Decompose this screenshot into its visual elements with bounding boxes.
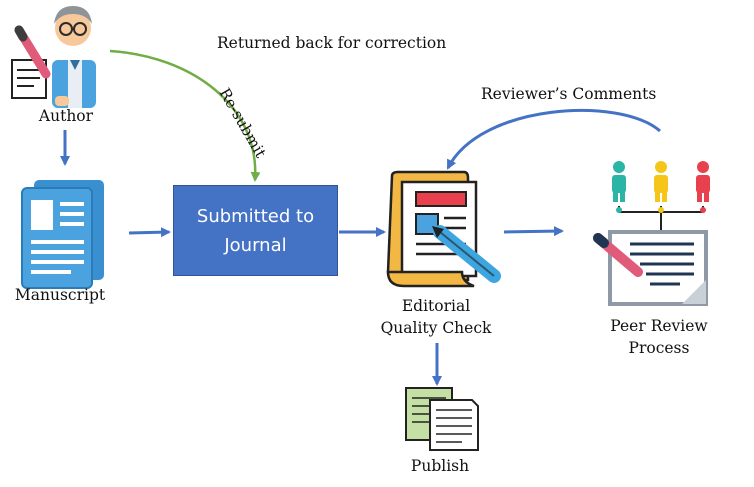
resubmit-label: Re-submit [216,85,270,161]
submitted-to-journal-text: Submitted to Journal [197,202,314,260]
arrow-manuscript-to-submitted [128,227,171,238]
manuscript-label: Manuscript [14,286,106,304]
manuscript-document-icon [21,180,104,289]
publish-documents-icon [405,387,479,451]
submitted-line-1: Submitted to [196,205,315,227]
returned-label: Returned back for correction [217,34,447,52]
arrow-resubmit [109,49,261,182]
submitted-line-2: Journal [224,234,287,256]
arrow-reviewer-comments [446,109,661,170]
peer-review-line-1: Peer Review [610,317,708,335]
editorial-checklist-icon [386,170,501,288]
submitted-to-journal-box: Submitted to Journal [173,185,338,276]
editorial-line-1: Editorial [401,297,471,315]
peer-review-people-icon [593,161,710,306]
arrow-editorial-to-peer-review [503,226,564,237]
publish-label: Publish [410,457,470,475]
author-label: Author [38,107,94,125]
editorial-line-2: Quality Check [380,319,492,337]
peer-review-line-2: Process [628,339,690,357]
author-writing-icon [11,6,96,108]
reviewer-comments-label: Reviewer’s Comments [481,85,657,103]
